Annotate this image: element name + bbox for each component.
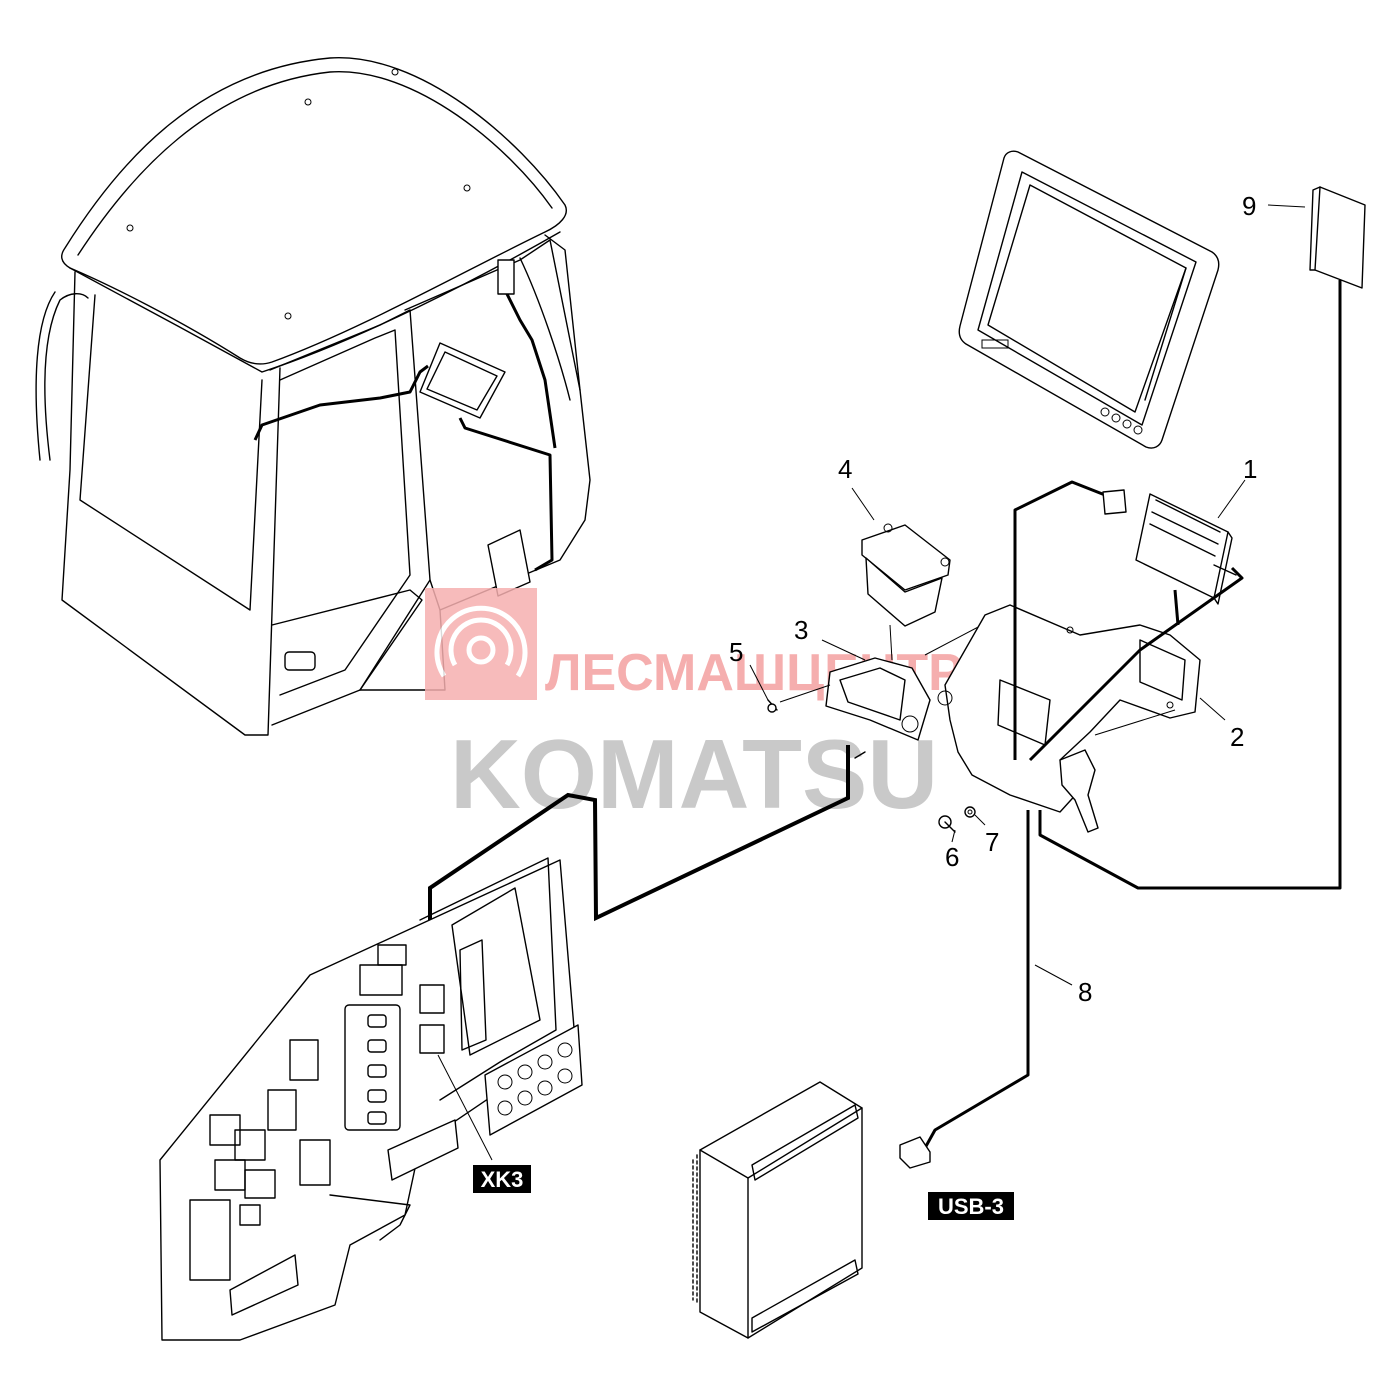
part-7-washer: [964, 806, 986, 826]
display-monitor: [958, 150, 1220, 449]
usb-connector: [899, 1136, 931, 1169]
tag-xk3-label: XK3: [481, 1167, 524, 1192]
callout-3: 3: [794, 615, 808, 645]
ecu-box: [692, 1081, 863, 1339]
tag-xk3: XK3: [473, 1165, 531, 1193]
electrical-panel: [159, 857, 583, 1341]
watermark-logo-square: [425, 588, 537, 700]
wiring-harness: [428, 280, 1342, 1149]
callout-5: 5: [729, 637, 743, 667]
watermark-line-2: KOMATSU: [450, 719, 938, 829]
tag-xk3-box: [473, 1165, 531, 1193]
part-5-screw: [749, 664, 866, 759]
callout-2: 2: [1230, 722, 1244, 752]
tag-usb3-box: [928, 1192, 1014, 1220]
callout-labels: 1 2 3 4 5 6 7 8 9: [729, 191, 1257, 1007]
part-1-controller: [1135, 479, 1246, 605]
callout-1: 1: [1243, 454, 1257, 484]
part-6-bolt: [938, 815, 956, 843]
tag-usb3-label: USB-3: [938, 1194, 1004, 1219]
callout-8: 8: [1078, 977, 1092, 1007]
callout-9: 9: [1242, 191, 1256, 221]
callout-7: 7: [985, 827, 999, 857]
part-9-module: [1267, 186, 1366, 289]
part-4-bracket: [851, 487, 951, 627]
callout-6: 6: [945, 842, 959, 872]
part-3-mount: [821, 624, 983, 741]
tag-usb3: USB-3: [928, 1192, 1014, 1220]
signal-logo-icon: [434, 605, 528, 678]
part-2-bracket: [937, 604, 1226, 833]
callout-4: 4: [838, 454, 852, 484]
